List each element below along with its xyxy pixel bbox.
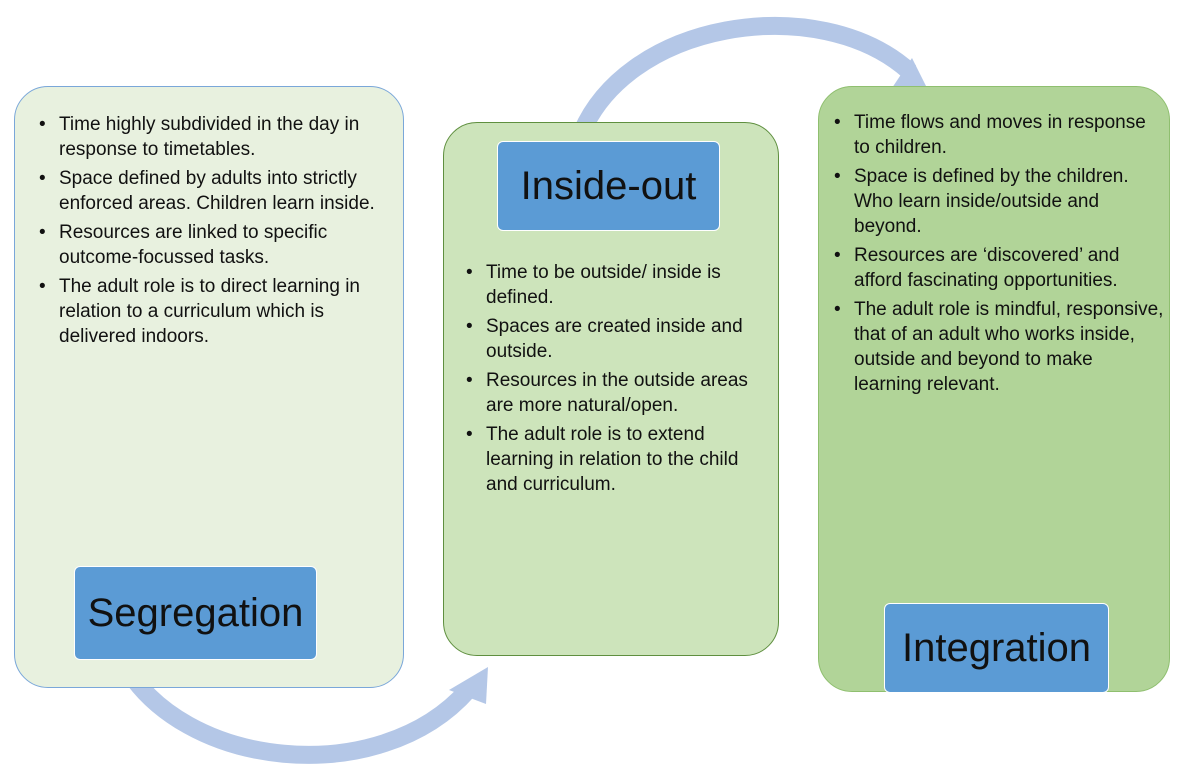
integration-label: Integration bbox=[884, 603, 1109, 693]
integration-bullet-list: Time flows and moves in response to chil… bbox=[834, 110, 1164, 401]
segregation-label: Segregation bbox=[74, 566, 317, 660]
list-item: Spaces are created inside and outside. bbox=[466, 314, 766, 364]
list-item: The adult role is to direct learning in … bbox=[39, 274, 389, 349]
list-item: Time highly subdivided in the day in res… bbox=[39, 112, 389, 162]
list-item: The adult role is to extend learning in … bbox=[466, 422, 766, 497]
list-item: Resources in the outside areas are more … bbox=[466, 368, 766, 418]
arrow-head-lower bbox=[449, 667, 488, 704]
list-item: Resources are ‘discovered’ and afford fa… bbox=[834, 243, 1164, 293]
list-item: Time flows and moves in response to chil… bbox=[834, 110, 1164, 160]
list-item: Space is defined by the children. Who le… bbox=[834, 164, 1164, 239]
inside-out-label: Inside-out bbox=[497, 141, 720, 231]
list-item: Resources are linked to specific outcome… bbox=[39, 220, 389, 270]
list-item: Time to be outside/ inside is defined. bbox=[466, 260, 766, 310]
list-item: Space defined by adults into strictly en… bbox=[39, 166, 389, 216]
inside-out-bullet-list: Time to be outside/ inside is defined. S… bbox=[466, 260, 766, 501]
list-item: The adult role is mindful, responsive, t… bbox=[834, 297, 1164, 397]
segregation-bullet-list: Time highly subdivided in the day in res… bbox=[39, 112, 389, 353]
